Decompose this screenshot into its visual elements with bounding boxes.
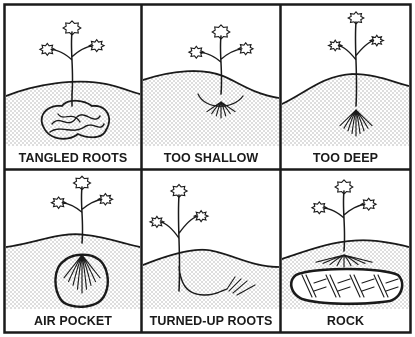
too-shallow-illustration bbox=[143, 6, 279, 168]
plant-branch bbox=[160, 222, 179, 238]
air-pocket-illustration bbox=[6, 171, 140, 331]
plant-branch bbox=[179, 216, 198, 233]
plant-branch bbox=[62, 203, 82, 213]
panel-caption: AIR POCKET bbox=[6, 314, 140, 328]
panel-caption: ROCK bbox=[282, 314, 409, 328]
rock-illustration bbox=[282, 171, 409, 331]
plant-branch bbox=[356, 40, 374, 55]
plant-branch bbox=[338, 46, 356, 60]
panel-caption: TURNED-UP ROOTS bbox=[143, 314, 279, 328]
panel-caption: TOO DEEP bbox=[282, 151, 409, 165]
too-deep-illustration bbox=[282, 6, 409, 168]
panel-caption: TANGLED ROOTS bbox=[6, 151, 140, 165]
panel-rock: ROCK bbox=[282, 171, 409, 331]
soil-area bbox=[143, 250, 279, 309]
panel-air-pocket: AIR POCKET bbox=[6, 171, 140, 331]
panel-too-deep: TOO DEEP bbox=[282, 6, 409, 168]
plant-branch bbox=[200, 52, 221, 62]
plant-branch bbox=[82, 199, 102, 209]
panel-tangled-roots: TANGLED ROOTS bbox=[6, 6, 140, 168]
panel-caption: TOO SHALLOW bbox=[143, 151, 279, 165]
soil-area bbox=[282, 74, 409, 146]
plant-branch bbox=[221, 49, 242, 59]
plant-branch bbox=[344, 204, 365, 215]
tangled-roots-illustration bbox=[6, 6, 140, 168]
plant-branch bbox=[323, 208, 344, 218]
plant-branch bbox=[51, 49, 72, 60]
panel-too-shallow: TOO SHALLOW bbox=[143, 6, 279, 168]
panel-turned-up-roots: TURNED-UP ROOTS bbox=[143, 171, 279, 331]
plant-branch bbox=[72, 46, 93, 57]
rock-outline bbox=[291, 269, 402, 304]
turned-up-roots-illustration bbox=[143, 171, 279, 331]
